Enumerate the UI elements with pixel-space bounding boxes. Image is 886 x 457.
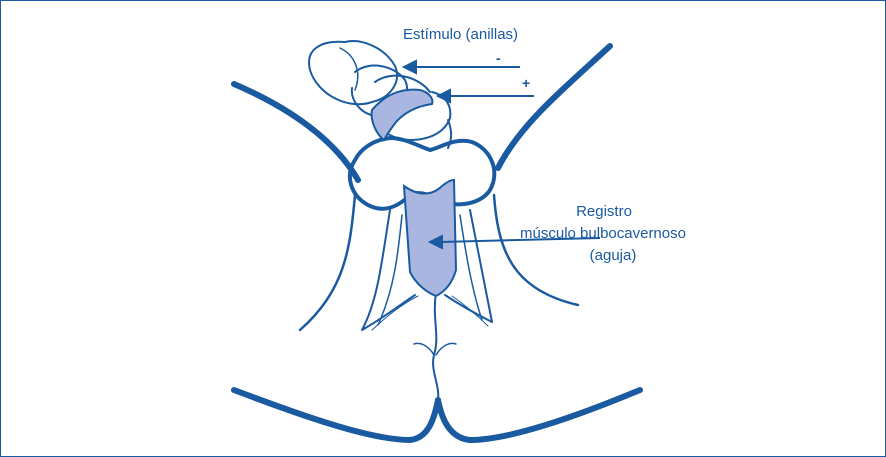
- glans-inner-line: [340, 48, 358, 90]
- perineal-fold-right: [436, 343, 456, 355]
- record-label-line1: Registro: [576, 203, 632, 220]
- left-buttock-line: [234, 390, 438, 440]
- right-buttock-line: [438, 390, 640, 440]
- arrow-plus-head: [438, 90, 450, 102]
- stimulus-label: Estímulo (anillas): [403, 26, 518, 43]
- stimulus-ring-positive: [372, 90, 433, 140]
- bulbocavernosus-muscle: [404, 180, 456, 296]
- perineal-thin-left: [372, 296, 418, 330]
- plus-sign: +: [522, 75, 530, 91]
- record-label-line3: (aguja): [590, 247, 637, 264]
- left-thigh-line: [234, 84, 358, 180]
- right-thigh-line: [498, 46, 610, 168]
- arrow-minus-head: [404, 61, 416, 73]
- minus-sign: -: [496, 50, 501, 66]
- right-body-contour: [494, 195, 578, 305]
- left-body-contour: [300, 195, 355, 330]
- record-label-line2: músculo bulbocavernoso: [520, 225, 686, 242]
- perineal-fold-left: [414, 343, 434, 355]
- perineal-midline: [433, 292, 438, 400]
